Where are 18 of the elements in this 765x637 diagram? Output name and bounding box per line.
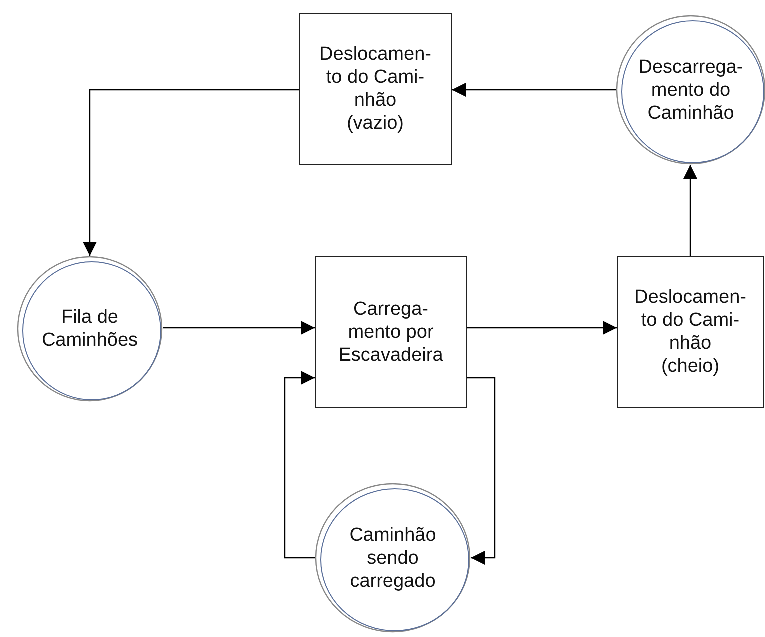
- arrow: [83, 89, 299, 256]
- node-label: Fila de Caminhões: [42, 306, 138, 352]
- node-label: Deslocamen- to do Cami- nhão (cheio): [634, 286, 746, 378]
- node-label: Caminhão sendo carregado: [350, 524, 436, 592]
- process-box: [315, 256, 467, 408]
- process-box: [299, 13, 452, 165]
- process-box: [617, 256, 764, 408]
- arrow: [467, 377, 496, 565]
- node-label: Carrega- mento por Escavadeira: [338, 298, 444, 366]
- node-label: Descarrega- mento do Caminhão: [638, 56, 744, 124]
- arrow: [284, 371, 315, 559]
- arrow: [684, 165, 698, 256]
- state-circle: [315, 483, 471, 633]
- arrow: [467, 321, 617, 335]
- arrow: [452, 83, 616, 97]
- node-label: Deslocamen- to do Cami- nhão (vazio): [320, 43, 432, 135]
- state-circle: [17, 256, 163, 402]
- arrow: [163, 321, 315, 335]
